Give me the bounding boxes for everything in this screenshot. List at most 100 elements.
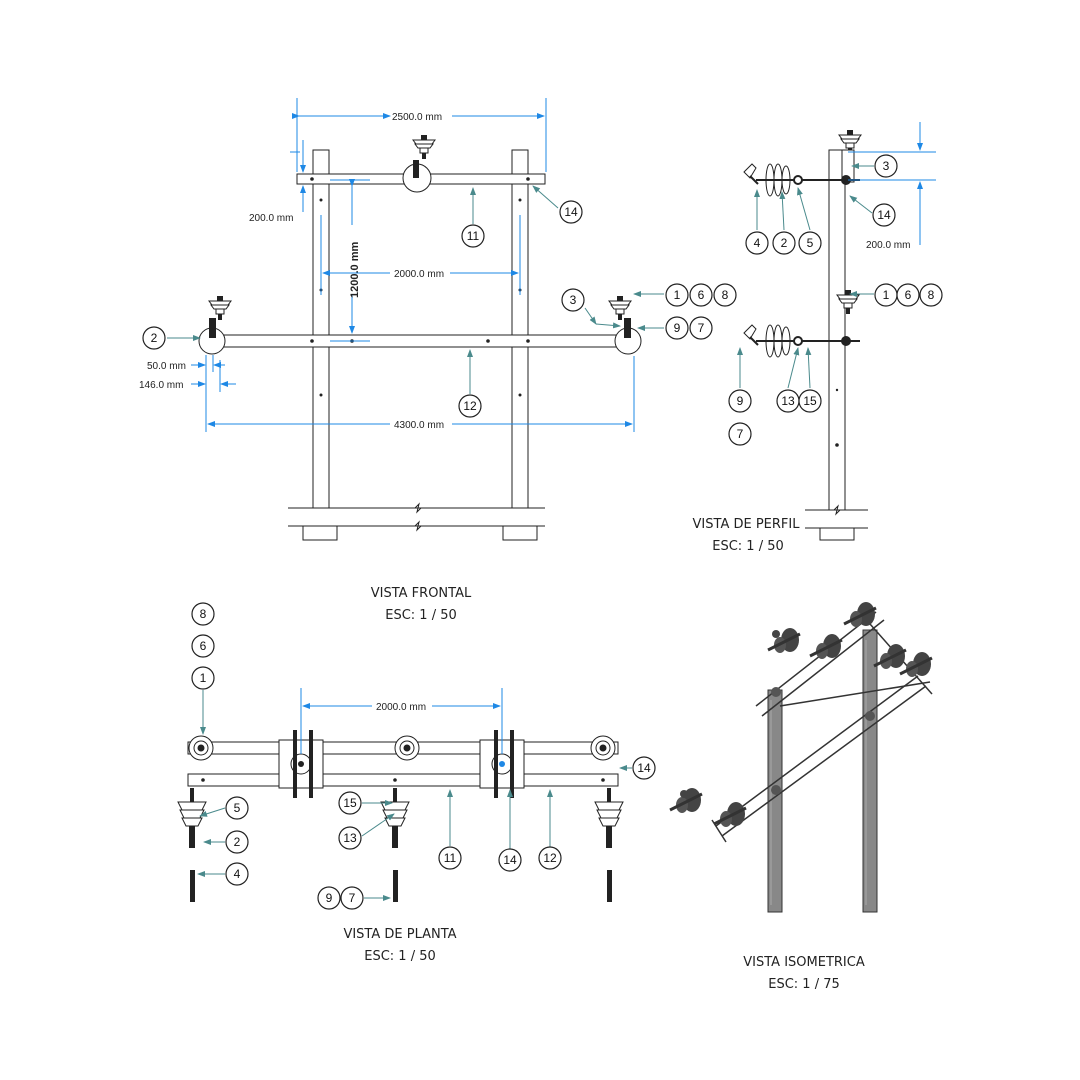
front-callout-8-text: 8 bbox=[722, 288, 729, 302]
iso-insulator-7 bbox=[712, 800, 748, 829]
front-callout-11-text: 11 bbox=[467, 229, 480, 243]
side-pole bbox=[828, 149, 846, 511]
front-callout-1 bbox=[665, 283, 689, 307]
front-dim-4300 bbox=[205, 356, 635, 432]
front-callout-11 bbox=[461, 224, 485, 248]
side-callout-5-text: 5 bbox=[807, 236, 814, 250]
plan-callout-7-text: 7 bbox=[349, 891, 356, 905]
iso-insulator-2 bbox=[808, 632, 844, 661]
plan-strain-center bbox=[380, 787, 410, 849]
dim-2000-plan-label: 2000.0 mm bbox=[376, 702, 426, 713]
front-callout-12 bbox=[458, 394, 482, 418]
side-callout-13-text: 13 bbox=[781, 394, 795, 408]
front-top-insulator bbox=[402, 134, 436, 193]
iso-pole-right bbox=[862, 629, 878, 913]
dim-2500-label: 2500.0 mm bbox=[392, 112, 442, 123]
dim-4300-label: 4300.0 mm bbox=[394, 420, 444, 431]
front-right-insulator bbox=[608, 295, 642, 355]
plan-callout-1-text: 1 bbox=[200, 671, 207, 685]
plan-view-scale: ESC: 1 / 50 bbox=[364, 949, 436, 964]
plan-callout-13-text: 13 bbox=[343, 831, 357, 845]
front-callout-12-text: 12 bbox=[463, 399, 477, 413]
side-callout-7 bbox=[728, 422, 752, 446]
front-pole-right bbox=[511, 149, 529, 509]
plan-dim-2000 bbox=[300, 688, 503, 754]
plan-callout-12 bbox=[538, 846, 562, 870]
isometric-view: VISTA ISOMETRICA ESC: 1 / 75 bbox=[668, 600, 934, 992]
front-callout-1-text: 1 bbox=[674, 288, 681, 302]
front-dim-1200 bbox=[330, 179, 370, 342]
plan-callout-8-text: 8 bbox=[200, 607, 207, 621]
front-callout-2-text: 2 bbox=[151, 331, 158, 345]
side-callout-15-text: 15 bbox=[803, 394, 817, 408]
side-callout-3 bbox=[874, 154, 898, 178]
plan-callout-4-text: 4 bbox=[234, 867, 241, 881]
front-callout-7-text: 7 bbox=[698, 321, 705, 335]
side-callout-14-text: 14 bbox=[877, 208, 891, 222]
front-left-insulator bbox=[198, 295, 232, 355]
side-view: 200.0 mm 3 14 4 bbox=[693, 122, 943, 554]
side-callout-14 bbox=[872, 203, 896, 227]
plan-view: 2000.0 mm bbox=[177, 602, 656, 964]
iso-view-scale: ESC: 1 / 75 bbox=[768, 977, 840, 992]
side-callout-9 bbox=[728, 389, 752, 413]
front-view-scale: ESC: 1 / 50 bbox=[385, 608, 457, 623]
side-callout-4-text: 4 bbox=[754, 236, 761, 250]
plan-callout-12-text: 12 bbox=[543, 851, 557, 865]
dim-2000-front-label: 2000.0 mm bbox=[394, 269, 444, 280]
side-callout-8 bbox=[919, 283, 943, 307]
iso-insulator-3 bbox=[842, 600, 878, 629]
front-callout-8 bbox=[713, 283, 737, 307]
side-view-scale: ESC: 1 / 50 bbox=[712, 539, 784, 554]
plan-callout-13 bbox=[338, 826, 362, 850]
side-callout-6 bbox=[896, 283, 920, 307]
front-view: 2500.0 mm 200.0 mm 1200.0 mm 2000.0 mm bbox=[139, 98, 737, 623]
plan-callout-1 bbox=[191, 666, 215, 690]
side-callout-4 bbox=[745, 231, 769, 255]
plan-callout-5-text: 5 bbox=[234, 801, 241, 815]
side-callout-7-text: 7 bbox=[737, 427, 744, 441]
dim-200-front-label: 200.0 mm bbox=[249, 213, 293, 224]
front-callout-14-text: 14 bbox=[564, 205, 578, 219]
side-callout-5 bbox=[798, 231, 822, 255]
iso-insulator-4 bbox=[872, 642, 908, 671]
front-pole-left bbox=[312, 149, 330, 509]
front-callout-6 bbox=[689, 283, 713, 307]
side-lower-strain-assembly bbox=[743, 324, 860, 358]
plan-callout-2 bbox=[225, 830, 249, 854]
front-dim-50-146 bbox=[191, 355, 236, 392]
dim-50-label: 50.0 mm bbox=[147, 361, 186, 372]
plan-pole-clamp-right bbox=[479, 730, 525, 798]
dim-146-label: 146.0 mm bbox=[139, 380, 183, 391]
plan-callout-7 bbox=[340, 886, 364, 910]
side-callout-9-text: 9 bbox=[737, 394, 744, 408]
front-callout-14 bbox=[559, 200, 583, 224]
plan-lower-crossarm bbox=[187, 773, 619, 787]
front-view-title: VISTA FRONTAL bbox=[371, 586, 472, 601]
front-dim-200 bbox=[290, 140, 306, 212]
plan-callout-5 bbox=[225, 796, 249, 820]
plan-callout-9 bbox=[317, 886, 341, 910]
plan-callout-11-text: 11 bbox=[444, 851, 457, 865]
plan-callout-14b-text: 14 bbox=[503, 853, 517, 867]
side-view-title: VISTA DE PERFIL bbox=[693, 517, 801, 532]
front-callout-2 bbox=[142, 326, 166, 350]
dim-1200-label: 1200.0 mm bbox=[349, 242, 361, 298]
front-callout-9-text: 9 bbox=[674, 321, 681, 335]
iso-view-title: VISTA ISOMETRICA bbox=[743, 955, 865, 970]
front-callout-3 bbox=[561, 288, 585, 312]
side-callout-8-text: 8 bbox=[928, 288, 935, 302]
plan-callout-8 bbox=[191, 602, 215, 626]
front-dim-2500 bbox=[292, 98, 547, 172]
front-callout-6-text: 6 bbox=[698, 288, 705, 302]
side-dim-200 bbox=[848, 122, 936, 245]
plan-callout-2-text: 2 bbox=[234, 835, 241, 849]
side-callout-6-text: 6 bbox=[905, 288, 912, 302]
side-callout-2 bbox=[772, 231, 796, 255]
front-callout-9 bbox=[665, 316, 689, 340]
plan-view-title: VISTA DE PLANTA bbox=[343, 927, 456, 942]
dim-200-side-label: 200.0 mm bbox=[866, 240, 910, 251]
side-callout-2-text: 2 bbox=[781, 236, 788, 250]
side-callout-15 bbox=[798, 389, 822, 413]
